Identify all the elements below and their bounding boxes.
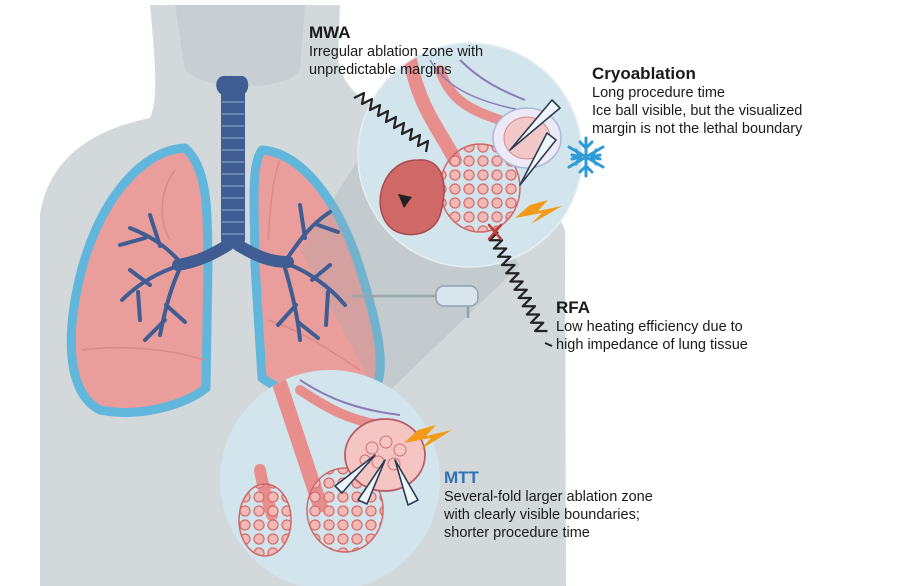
mwa-line-2: unpredictable margins [309,62,452,78]
cryo-needles [509,99,561,186]
mwa-line-1: Irregular ablation zone with [309,44,484,60]
bronchial-tree [118,203,347,342]
mtt-line-1: Several-fold larger ablation zone [444,489,653,505]
snowflake-icon [567,136,605,178]
ablation-zone-mtt [344,418,426,492]
probe-icon [352,285,479,318]
mtt-needles [334,454,419,506]
cryoablation-title: Cryoablation [592,64,696,83]
alveoli-cluster-left [238,483,292,557]
lightning-icon-mtt [404,425,452,450]
cross-mark-icon [487,223,503,241]
mtt-line-2: with clearly visible boundaries; [444,507,640,523]
mwa-annotation: MWA Irregular ablation zone with unpredi… [309,22,483,79]
rfa-line-1: Low heating efficiency due to [556,319,743,335]
rfa-title: RFA [556,298,590,317]
mwa-wave-arrow [353,91,430,208]
rfa-line-2: high impedance of lung tissue [556,337,748,353]
trachea [216,75,249,248]
cryoablation-line-3: margin is not the lethal boundary [592,121,803,137]
left-lung [66,143,213,417]
cryoablation-annotation: Cryoablation Long procedure time Ice bal… [592,63,802,138]
cryoablation-line-1: Long procedure time [592,85,725,101]
lightning-icon [515,200,562,224]
mtt-annotation: MTT Several-fold larger ablation zone wi… [444,467,653,542]
alveoli-cluster-center [306,467,384,553]
mtt-line-3: shorter procedure time [444,525,590,541]
rfa-wave-line [488,231,553,347]
magnified-view-bottom [220,370,440,586]
mtt-title: MTT [444,468,479,487]
ablation-zone-mwa [379,159,445,236]
mwa-title: MWA [309,23,351,42]
neck-shadow [175,5,305,87]
cryoablation-line-2: Ice ball visible, but the visualized [592,103,803,119]
magnified-view-top [357,42,583,268]
rfa-annotation: RFA Low heating efficiency due to high i… [556,297,748,354]
